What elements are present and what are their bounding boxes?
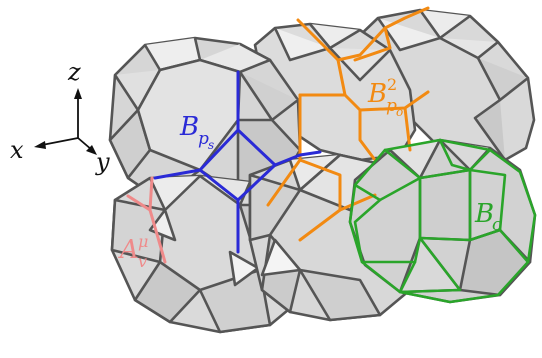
cell-bc-edges: [348, 138, 537, 304]
cell-top-left: [108, 36, 302, 207]
polyhedra-layer: [108, 8, 537, 334]
vertex-av-edges: [126, 176, 167, 264]
label-bps-sub: p: [198, 129, 209, 149]
label-bps-subsub: s: [208, 138, 214, 152]
label-bps-main: B: [179, 112, 199, 142]
label-bpo-sup: 2: [387, 75, 397, 94]
label-bc-sub: c: [492, 215, 502, 235]
label-bpo-subsub: o: [396, 105, 403, 119]
plaquette-bpo-edges: [266, 6, 430, 242]
axes: [34, 88, 97, 155]
label-av: A μ v: [118, 232, 148, 271]
label-bpo-sub: p: [386, 96, 397, 116]
cell-top-right: [353, 8, 536, 162]
label-bpo-main: B: [367, 79, 387, 109]
axis-z-label: z: [67, 58, 81, 86]
label-bc: B c: [474, 199, 502, 235]
label-bc-main: B: [474, 199, 494, 229]
plaquette-bps-edges: [153, 70, 322, 254]
label-bpo: B 2 p o: [367, 75, 403, 119]
axis-y-label: y: [95, 148, 110, 176]
label-av-main: A: [118, 235, 139, 265]
axis-x-label: x: [10, 136, 24, 164]
label-bps: B p s: [179, 112, 214, 152]
label-av-sub: v: [138, 252, 147, 271]
label-av-sup: μ: [138, 232, 148, 251]
